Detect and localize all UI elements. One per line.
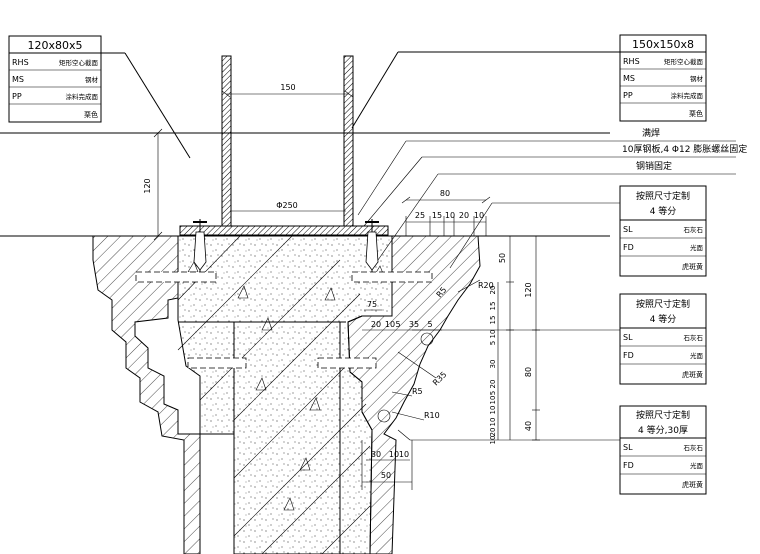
steel-dowels: [135, 271, 433, 369]
dim-post-spacing: 150: [221, 83, 354, 98]
note-plate: 10厚钢板,4 Φ12 膨胀螺丝固定: [622, 143, 747, 155]
dim-top-right: 80 25 15 10 20 10: [401, 189, 491, 236]
dim-25: 25: [415, 211, 425, 220]
dim-v-30: 30: [489, 360, 497, 369]
dim-v-20c: 20: [489, 428, 497, 437]
right-box-desc-1: 矩形空心截面: [664, 57, 704, 66]
dim-mid-5b: 5: [427, 320, 432, 329]
dim-phi250: Φ250: [276, 201, 298, 210]
dim-40-v: 40: [524, 421, 533, 431]
dim-50-v: 50: [498, 253, 507, 263]
dim-120-v: 120: [524, 282, 533, 297]
dim-b-10b: 10: [399, 450, 409, 459]
stone1-desc-3: 虎斑黄: [682, 262, 703, 271]
dim-v-10a: 10: [489, 330, 497, 339]
left-box-desc-4: 栗色: [84, 110, 98, 119]
dim-v-5a: 5: [489, 341, 497, 345]
radius-r5: R5: [412, 387, 423, 396]
left-box-desc-2: 钢材: [85, 75, 99, 84]
stone1-desc-1: 石灰石: [684, 225, 704, 234]
stone1-code-1: SL: [623, 225, 633, 234]
stone-box-3: 按照尺寸定制 4 等分,30厚 SL 石灰石 FD 光面 虎斑黄: [397, 405, 707, 495]
dim-mid-10: 10: [385, 320, 395, 329]
stone1-h2: 4 等分: [650, 205, 677, 217]
dim-v-10d: 10: [489, 418, 497, 427]
stone2-code-2: FD: [623, 351, 634, 360]
right-box-code-1: RHS: [623, 57, 640, 66]
construction-notes: 满焊 10厚钢板,4 Φ12 膨胀螺丝固定 钢销固定: [357, 127, 747, 261]
dim-75: 75: [367, 300, 377, 309]
dim-v-20a: 20: [489, 286, 497, 295]
radius-r20: R20: [478, 281, 494, 290]
stone1-h1: 按照尺寸定制: [636, 190, 690, 202]
dim-b-50: 50: [381, 471, 391, 480]
stone-box-1: 按照尺寸定制 4 等分 SL 石灰石 FD 光面 虎斑黄: [449, 185, 707, 277]
dim-b-10a: 10: [389, 450, 399, 459]
left-section-box: 120x80x5 RHS 矩形空心截面 MS 钢材 PP 涂料完成面 栗色: [8, 35, 191, 159]
left-box-code-3: PP: [12, 92, 22, 101]
stone2-code-1: SL: [623, 333, 633, 342]
left-box-desc-3: 涂料完成面: [66, 92, 99, 101]
stone2-desc-2: 光面: [690, 351, 704, 360]
stone3-desc-3: 虎斑黄: [682, 480, 703, 489]
radius-r35: R35: [431, 370, 449, 388]
dim-bottom: 30 10 10 50: [361, 440, 413, 490]
note-anchor: 钢销固定: [636, 160, 672, 172]
left-box-header: 120x80x5: [27, 39, 82, 52]
stone2-h2: 4 等分: [650, 313, 677, 325]
dim-10: 10: [445, 211, 455, 220]
base-plate: Φ250: [179, 201, 389, 236]
stone2-h1: 按照尺寸定制: [636, 298, 690, 310]
stone3-h1: 按照尺寸定制: [636, 409, 690, 421]
right-box-code-3: PP: [623, 91, 633, 100]
stone-box-2: 按照尺寸定制 4 等分 SL 石灰石 FD 光面 虎斑黄: [412, 293, 707, 385]
stone3-code-1: SL: [623, 443, 633, 452]
radius-r10: R10: [424, 411, 440, 420]
dim-v-15b: 15: [489, 316, 497, 325]
dim-b-30: 30: [371, 450, 381, 459]
right-box-desc-2: 钢材: [690, 74, 704, 83]
left-box-code-2: MS: [12, 75, 24, 84]
dim-150: 150: [280, 83, 295, 92]
dim-80-top: 80: [440, 189, 450, 198]
dim-120-left: 120: [143, 178, 152, 193]
dim-mid-20: 20: [371, 320, 381, 329]
concrete-core: [177, 235, 393, 554]
right-box-desc-4: 栗色: [689, 109, 703, 118]
dim-v-15a: 15: [489, 302, 497, 311]
stone2-desc-1: 石灰石: [684, 333, 704, 342]
dim-vertical-right: 50 120 80 40 20 15 15 10 5 30 20 5 10 10…: [489, 235, 540, 444]
dim-v-10b: 10: [489, 396, 497, 405]
dim-v-5b: 5: [489, 391, 497, 395]
dim-mid-5: 5: [395, 320, 400, 329]
stone3-desc-1: 石灰石: [684, 443, 704, 452]
note-weld: 满焊: [642, 127, 660, 139]
stone1-code-2: FD: [623, 243, 634, 252]
right-section-box: 150x150x8 RHS 矩形空心截面 MS 钢材 PP 涂料完成面 栗色: [351, 34, 707, 129]
right-box-header: 150x150x8: [632, 38, 694, 51]
dim-mid-35: 35: [409, 320, 419, 329]
right-box-desc-3: 涂料完成面: [671, 91, 704, 100]
stone3-desc-2: 光面: [690, 461, 704, 470]
dim-20: 20: [459, 211, 469, 220]
dim-80-v: 80: [524, 367, 533, 377]
dim-10b: 10: [474, 211, 484, 220]
dim-15: 15: [432, 211, 442, 220]
left-box-desc-1: 矩形空心截面: [59, 58, 99, 67]
expansion-bolts: [193, 219, 379, 272]
stone3-code-2: FD: [623, 461, 634, 470]
dim-v-10c: 10: [489, 406, 497, 415]
left-box-code-1: RHS: [12, 58, 29, 67]
right-box-code-2: MS: [623, 74, 635, 83]
dim-height-left: 120: [143, 128, 163, 241]
dim-v-20b: 20: [489, 380, 497, 389]
stone1-desc-2: 光面: [690, 243, 704, 252]
stone2-desc-3: 虎斑黄: [682, 370, 703, 379]
stone3-h2: 4 等分,30厚: [638, 424, 688, 436]
